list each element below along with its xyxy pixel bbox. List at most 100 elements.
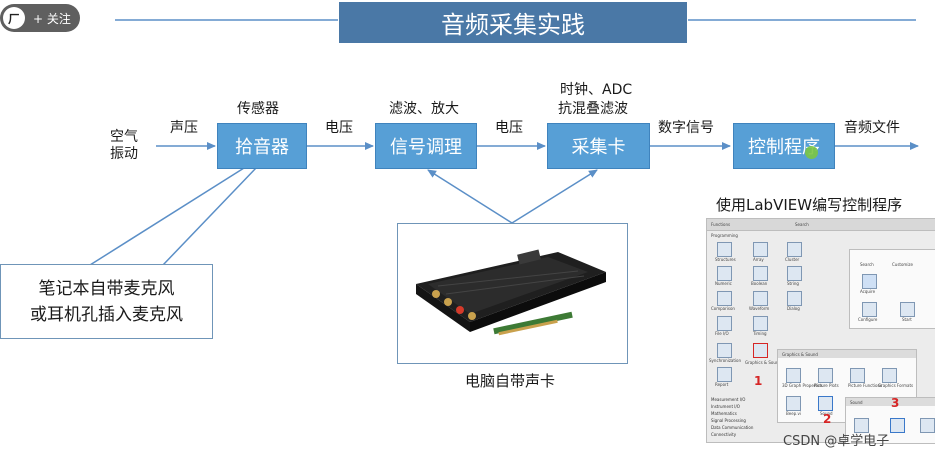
labview-icon-string[interactable] xyxy=(787,266,802,281)
labview-icon-numeric[interactable] xyxy=(717,266,732,281)
labview-icon-3d-graph[interactable] xyxy=(786,368,801,383)
label-digital-signal: 数字信号 xyxy=(658,120,714,136)
labview-category-item[interactable]: Instrument I/O xyxy=(711,404,740,409)
labview-search-label: Search xyxy=(795,222,809,227)
labview-category-item[interactable]: Data Communication xyxy=(711,425,754,430)
labview-category-item[interactable]: Connectivity xyxy=(711,432,737,437)
arrow-card-to-conditioning xyxy=(427,169,513,224)
labview-sub-panel-title: Graphics & Sound xyxy=(782,352,818,357)
labview-sound-input-palette: Search Customize Acquire Configure Start xyxy=(849,249,935,329)
page-title: 音频采集实践 xyxy=(339,2,687,43)
arrow-card-to-daq xyxy=(511,169,598,224)
labview-icon-graphics-formats[interactable] xyxy=(882,368,897,383)
labview-icon-label: Array xyxy=(753,257,764,262)
block-pickup: 拾音器 xyxy=(217,123,307,169)
labview-icon-label: File I/O xyxy=(715,331,729,336)
labview-icon-sound-files[interactable] xyxy=(920,418,935,433)
labview-icon-cluster[interactable] xyxy=(787,242,802,257)
label-clock-adc: 时钟、ADC xyxy=(560,82,633,98)
callout-line-a xyxy=(89,167,245,266)
labview-icon-label: Picture Functions xyxy=(848,383,883,388)
marker-1: 1 xyxy=(754,374,763,388)
block-daq: 采集卡 xyxy=(547,123,650,169)
labview-icon-label: Graphics & Sound xyxy=(745,360,781,365)
label-audio-file: 音频文件 xyxy=(844,120,900,136)
labview-sound-palette: Sound xyxy=(845,397,935,444)
watermark: CSDN @卓学电子 xyxy=(783,434,890,449)
labview-icon-sound-output[interactable] xyxy=(854,418,869,433)
labview-screenshot: Functions Search Programming Structures … xyxy=(706,218,935,444)
labview-icon-label: Synchronization xyxy=(709,358,742,363)
labview-icon-label: Graphics Formats xyxy=(878,383,914,388)
label-sensor: 传感器 xyxy=(237,101,279,117)
labview-icon-label: Acquire xyxy=(860,289,876,294)
labview-icon-sound-input[interactable] xyxy=(890,418,905,433)
sound-card-image xyxy=(416,249,606,336)
follow-label: + 关注 xyxy=(33,11,71,26)
label-antialias: 抗混叠滤波 xyxy=(558,101,628,117)
label-sound-pressure: 声压 xyxy=(170,120,198,136)
labview-icon-label: Boolean xyxy=(751,281,768,286)
marker-2: 2 xyxy=(823,412,832,426)
callout-line-b xyxy=(162,167,257,266)
labview-category-item[interactable]: Signal Processing xyxy=(711,418,746,423)
sound-card-caption: 电脑自带声卡 xyxy=(465,372,556,390)
block-program: 控制程序 xyxy=(733,123,835,169)
labview-icon-label: String xyxy=(787,281,799,286)
label-voltage-1: 电压 xyxy=(325,120,353,136)
label-voltage-2: 电压 xyxy=(495,120,523,136)
labview-sound-titlebar: Sound xyxy=(846,398,935,406)
labview-icon-label: Cluster xyxy=(785,257,800,262)
labview-category-item[interactable]: Mathematics xyxy=(711,411,737,416)
labview-icon-label: Report xyxy=(715,382,729,387)
sound-card-frame xyxy=(397,223,628,364)
labview-icon-label: Start xyxy=(902,317,912,322)
labview-icon-waveform[interactable] xyxy=(753,291,768,306)
labview-icon-boolean[interactable] xyxy=(753,266,768,281)
labview-sound-panel-title: Sound xyxy=(850,400,863,405)
labview-category-item[interactable]: Measurement I/O xyxy=(711,397,746,402)
labview-icon-beep[interactable] xyxy=(786,396,801,411)
labview-category-list: Measurement I/O Instrument I/O Mathemati… xyxy=(711,396,753,438)
labview-icon-synchronization[interactable] xyxy=(717,343,732,358)
cursor-dot xyxy=(805,146,818,159)
label-filter-amplify: 滤波、放大 xyxy=(389,101,459,117)
labview-icon-report[interactable] xyxy=(717,367,732,382)
labview-icon-label: Numeric xyxy=(715,281,732,286)
avatar: ㄏ xyxy=(3,7,25,29)
labview-icon-label: Comparison xyxy=(711,306,735,311)
labview-icon-sound[interactable] xyxy=(818,396,833,411)
microphone-note: 笔记本自带麦克风 或耳机孔插入麦克风 xyxy=(0,264,213,339)
labview-icon-array[interactable] xyxy=(753,242,768,257)
labview-palette-titlebar: Functions Search xyxy=(707,219,935,231)
labview-palette-title: Functions xyxy=(711,222,731,227)
labview-icon-label: Configure xyxy=(858,317,878,322)
labview-icon-label: Structures xyxy=(715,257,736,262)
labview-icon-label: Sound xyxy=(820,411,833,416)
block-conditioning: 信号调理 xyxy=(375,123,477,169)
labview-icon-structures[interactable] xyxy=(717,242,732,257)
labview-icon-picture-functions[interactable] xyxy=(850,368,865,383)
label-air-vibration: 空气 振动 xyxy=(110,129,138,162)
labview-caption: 使用LabVIEW编写控制程序 xyxy=(716,196,903,214)
labview-icon-label: Dialog xyxy=(787,306,800,311)
marker-3: 3 xyxy=(891,396,900,410)
labview-sub-titlebar: Graphics & Sound xyxy=(778,350,916,358)
labview-icon-label: Waveform xyxy=(749,306,770,311)
labview-icon-acquire[interactable] xyxy=(862,274,877,289)
labview-icon-label: 3D Graph Properties xyxy=(782,383,823,388)
labview-icon-comparison[interactable] xyxy=(717,291,732,306)
labview-icon-file-io[interactable] xyxy=(717,316,732,331)
labview-icon-graphics-sound[interactable] xyxy=(753,343,768,358)
labview-icon-label: Timing xyxy=(753,331,767,336)
follow-button[interactable]: ㄏ + 关注 xyxy=(0,4,80,32)
labview-icon-configure[interactable] xyxy=(862,302,877,317)
labview-icon-label: Beep.vi xyxy=(786,411,801,416)
labview-icon-picture-plots[interactable] xyxy=(818,368,833,383)
labview-icon-start[interactable] xyxy=(900,302,915,317)
labview-icon-dialog[interactable] xyxy=(787,291,802,306)
labview-section-label: Programming xyxy=(711,233,738,238)
labview-icon-label: Picture Plots xyxy=(814,383,839,388)
labview-icon-timing[interactable] xyxy=(753,316,768,331)
